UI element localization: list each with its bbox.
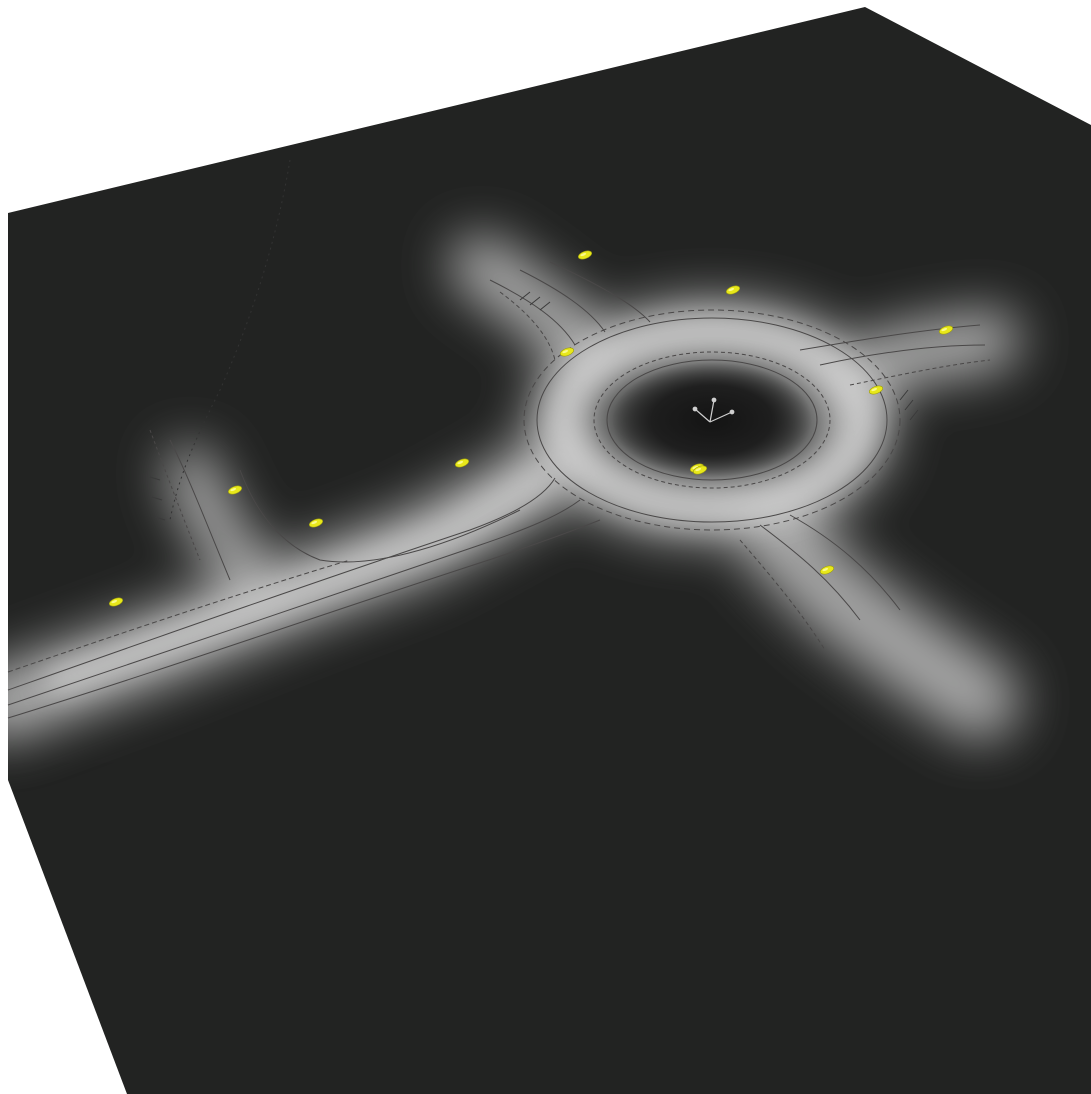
ground-plane xyxy=(8,7,1091,1094)
luminaire-10[interactable] xyxy=(819,564,835,576)
luminaire-6[interactable] xyxy=(454,457,470,469)
luminaire-11[interactable] xyxy=(108,596,124,608)
luminaire-2[interactable] xyxy=(725,284,741,296)
luminaire-group xyxy=(108,249,954,608)
luminaire-4[interactable] xyxy=(559,346,575,358)
road-linework xyxy=(7,159,991,719)
luminaire-3[interactable] xyxy=(938,324,954,336)
luminaire-5[interactable] xyxy=(868,384,884,396)
luminaire-1[interactable] xyxy=(577,249,593,261)
luminaire-9[interactable] xyxy=(308,517,324,529)
luminaire-8[interactable] xyxy=(227,484,243,496)
roundabout-island xyxy=(612,362,812,478)
luminaire-12[interactable] xyxy=(692,464,708,476)
axis-gizmo xyxy=(692,397,735,423)
